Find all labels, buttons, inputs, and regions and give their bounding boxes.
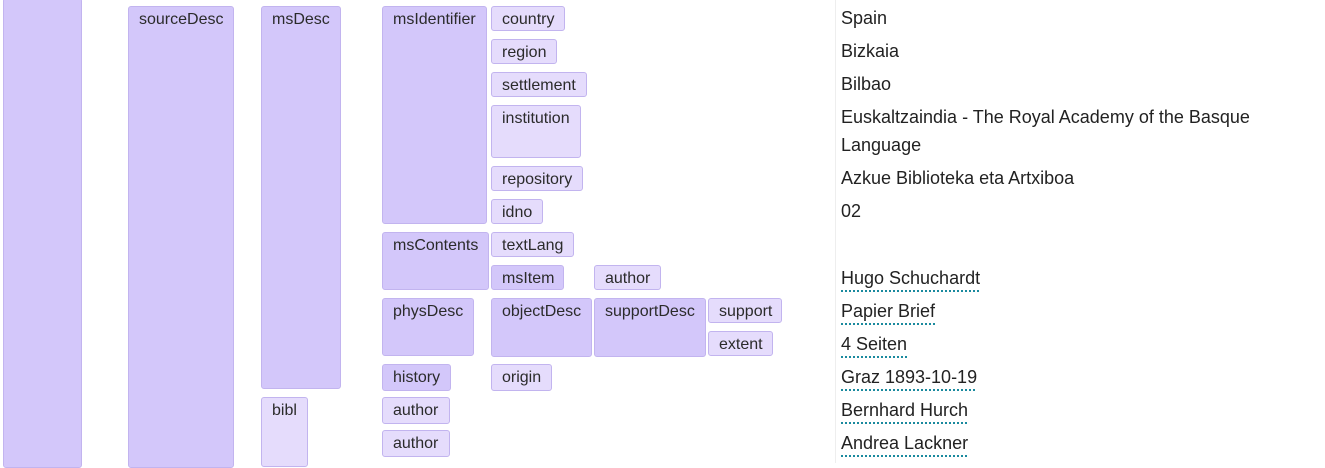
tree-node-msDesc: msDesc (261, 6, 341, 389)
tree-node-settlement: settlement (491, 72, 587, 97)
tree-node-region: region (491, 39, 557, 64)
tree-node-objectDesc: objectDesc (491, 298, 592, 357)
tree-node-root (3, 0, 82, 468)
tree-node-msIdentifier: msIdentifier (382, 6, 487, 224)
tree-node-msContents: msContents (382, 232, 489, 290)
tree-node-origin: origin (491, 364, 552, 391)
value-bibl-author-1-link[interactable]: Bernhard Hurch (841, 400, 969, 420)
tree-node-repository: repository (491, 166, 583, 191)
value-idno: 02 (841, 201, 862, 221)
tree-node-msItem-author: author (594, 265, 661, 290)
tree-node-bibl-author-2: author (382, 430, 450, 457)
tree-node-support: support (708, 298, 782, 323)
value-support-link[interactable]: Papier Brief (841, 301, 936, 321)
tree-node-supportDesc: supportDesc (594, 298, 706, 357)
value-institution-line-1: Euskaltzaindia - The Royal Academy of th… (841, 107, 1250, 127)
tree-node-sourceDesc: sourceDesc (128, 6, 234, 468)
value-origin-link[interactable]: Graz 1893-10-19 (841, 367, 978, 387)
tree-node-physDesc: physDesc (382, 298, 474, 356)
value-region: Bizkaia (841, 41, 900, 61)
value-bibl-author-2-link[interactable]: Andrea Lackner (841, 433, 969, 453)
tree-node-country: country (491, 6, 565, 31)
tree-node-institution: institution (491, 105, 581, 158)
tree-node-bibl: bibl (261, 397, 308, 467)
tree-node-history: history (382, 364, 451, 391)
column-divider (835, 0, 836, 463)
tree-node-idno: idno (491, 199, 543, 224)
tree-node-extent: extent (708, 331, 773, 356)
value-country: Spain (841, 8, 888, 28)
value-institution-line-2: Language (841, 135, 922, 155)
value-settlement: Bilbao (841, 74, 892, 94)
tree-node-bibl-author-1: author (382, 397, 450, 424)
value-msItem-author-link[interactable]: Hugo Schuchardt (841, 268, 981, 288)
value-repository: Azkue Biblioteka eta Artxiboa (841, 168, 1075, 188)
tree-node-textLang: textLang (491, 232, 574, 257)
tree-node-msItem: msItem (491, 265, 564, 290)
value-extent-link[interactable]: 4 Seiten (841, 334, 908, 354)
